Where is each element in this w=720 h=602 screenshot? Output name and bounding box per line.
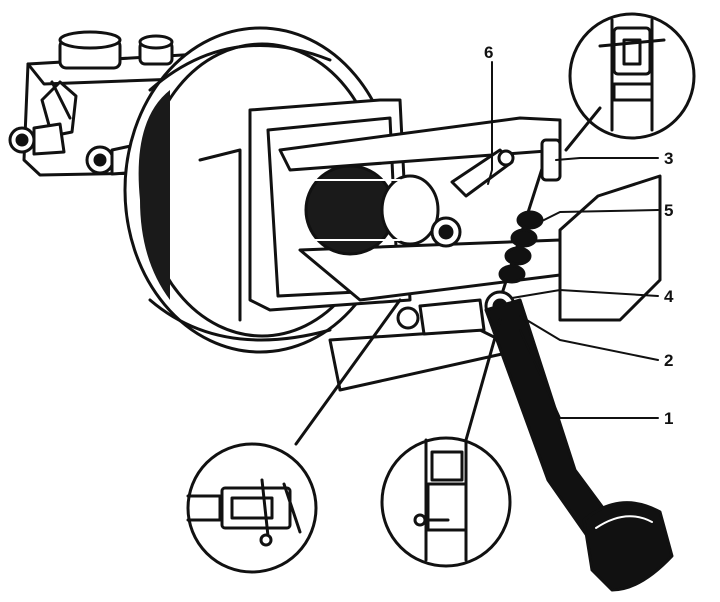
callout-2: 2 — [664, 351, 673, 370]
stop-light-switch — [450, 148, 515, 198]
detail-view-pedal-joint — [380, 318, 512, 568]
pedal-bracket — [248, 98, 662, 392]
callout-4: 4 — [664, 287, 674, 306]
callouts: 1 2 3 4 5 6 — [484, 43, 674, 428]
callout-5: 5 — [664, 201, 673, 220]
pedal-pivot — [396, 290, 516, 336]
callout-3: 3 — [664, 149, 673, 168]
brake-pedal — [484, 298, 674, 592]
callout-1: 1 — [664, 409, 673, 428]
detail-view-clevis-pin — [186, 298, 402, 574]
callout-6: 6 — [484, 43, 493, 62]
pushrod-spring — [498, 138, 562, 302]
detail-view-pushrod-fork — [564, 12, 696, 152]
return-spring — [304, 164, 462, 256]
leader-lines — [487, 61, 659, 419]
